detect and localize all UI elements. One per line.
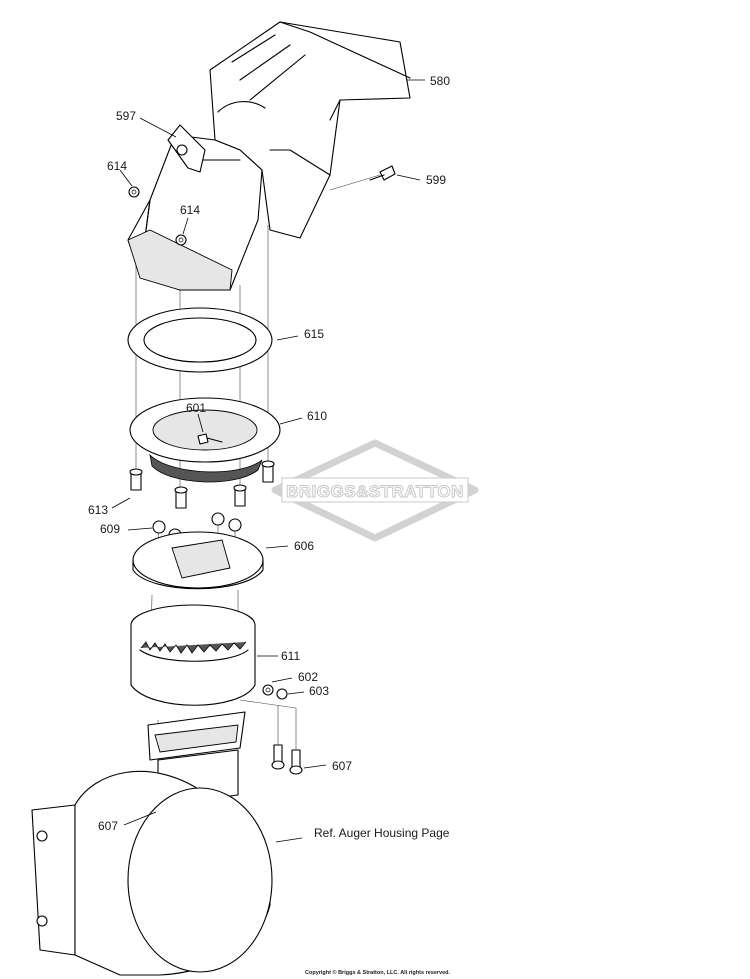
callout-607-left: 607 xyxy=(98,819,118,833)
bolts-613 xyxy=(129,460,275,509)
leader-lines xyxy=(111,79,425,843)
lower-chute xyxy=(127,134,263,291)
callout-597: 597 xyxy=(116,109,136,123)
callout-580: 580 xyxy=(430,74,450,88)
callout-606: 606 xyxy=(294,539,314,553)
plate-606 xyxy=(132,531,264,590)
briggs-stratton-watermark: BRIGGS&STRATTON xyxy=(271,439,479,542)
callout-611: 611 xyxy=(281,649,300,663)
bearing-ring-610 xyxy=(129,397,281,483)
watermark-text: BRIGGS&STRATTON xyxy=(286,482,464,501)
spacer-602 xyxy=(262,684,274,696)
copyright-notice: Copyright © Briggs & Stratton, LLC. All … xyxy=(305,969,451,976)
nut-614-left xyxy=(128,186,140,198)
callout-615: 615 xyxy=(304,327,324,341)
callout-602: 602 xyxy=(298,670,318,684)
callout-601: 601 xyxy=(186,401,206,415)
chute-handle xyxy=(167,124,206,173)
callout-603: 603 xyxy=(309,684,329,698)
reference-note: Ref. Auger Housing Page xyxy=(314,826,450,840)
callout-613: 613 xyxy=(88,503,108,517)
callout-labels: 580 597 614 614 599 615 601 610 613 609 … xyxy=(88,74,450,840)
upper-chute-deflector xyxy=(209,21,411,239)
bolts-607-right xyxy=(271,744,303,775)
washer-603 xyxy=(276,688,288,700)
callout-614-center: 614 xyxy=(180,203,200,217)
bolt-601 xyxy=(197,433,223,445)
collar-611 xyxy=(130,604,256,706)
callout-610: 610 xyxy=(307,409,327,423)
callout-614-left: 614 xyxy=(107,159,127,173)
gasket-615 xyxy=(127,307,273,373)
chute-base-tube xyxy=(31,770,273,976)
nut-614-center xyxy=(175,234,187,246)
callout-607-right: 607 xyxy=(332,759,352,773)
callout-609: 609 xyxy=(100,522,120,536)
bolt-599 xyxy=(369,165,396,181)
callout-599: 599 xyxy=(426,173,446,187)
